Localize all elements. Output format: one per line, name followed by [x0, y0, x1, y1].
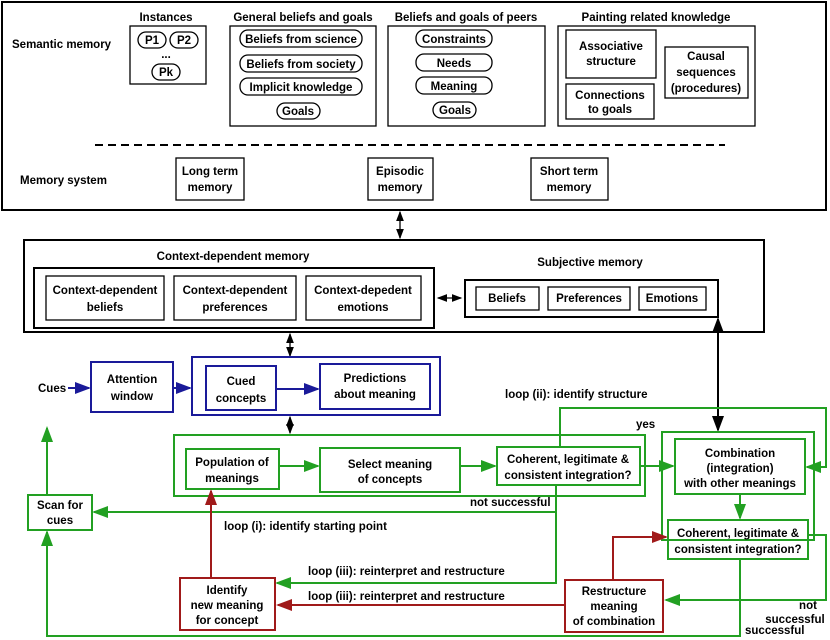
instance-p2: P2 — [177, 35, 191, 47]
subjective-beliefs: Beliefs — [488, 293, 526, 305]
coherent-integration-1: Coherent, legitimate &consistent integra… — [504, 454, 631, 482]
peers-constraints: Constraints — [422, 34, 486, 46]
peers-meaning: Meaning — [431, 81, 478, 93]
cued-group — [191, 356, 441, 416]
loop-ii-label: loop (ii): identify structure — [505, 389, 647, 401]
memory-system-label: Memory system — [20, 175, 107, 187]
loop-iii-a-label: loop (iii): reinterpret and restructure — [308, 566, 505, 578]
general-beliefs-title: General beliefs and goals — [233, 12, 372, 24]
loop-iii-b-label: loop (iii): reinterpret and restructure — [308, 591, 505, 603]
not-successful-right-arrow — [664, 534, 827, 606]
semantic-memory-label: Semantic memory — [12, 39, 112, 51]
instance-p1: P1 — [145, 35, 160, 47]
context-title: Context-dependent memory — [157, 251, 310, 263]
subjective-preferences: Preferences — [556, 293, 622, 305]
beliefs-from-society: Beliefs from society — [246, 59, 356, 71]
loop-ii-arrow — [559, 407, 827, 473]
peers-goals: Goals — [439, 105, 471, 117]
peers-title: Beliefs and goals of peers — [395, 12, 538, 24]
beliefs-from-science: Beliefs from science — [245, 34, 357, 46]
instance-pk: Pk — [159, 67, 174, 79]
attention-window-box — [90, 361, 174, 413]
not-successful-label: not successful — [470, 497, 551, 509]
subjective-title: Subjective memory — [537, 257, 643, 269]
yes-label: yes — [636, 419, 655, 431]
painting-title: Painting related knowledge — [582, 12, 731, 24]
semantic-memory-panel: Semantic memory Instances P1 P2 ... Pk G… — [1, 1, 827, 211]
subjective-emotions: Emotions — [646, 293, 698, 305]
peers-needs: Needs — [437, 58, 472, 70]
coherent-integration-2: Coherent, legitimate &consistent integra… — [674, 528, 801, 556]
loop-iii-a-arrow — [275, 512, 557, 589]
context-memory-panel: Context-dependent memory Context-depende… — [23, 239, 765, 333]
instance-ellipsis: ... — [161, 49, 171, 61]
successful-label: successful — [745, 625, 804, 637]
combination-box: Combination(integration)with other meani… — [683, 448, 796, 490]
successful-arrow — [41, 530, 741, 637]
combination-group — [661, 431, 815, 541]
implicit-knowledge: Implicit knowledge — [250, 82, 353, 94]
loop-i-label: loop (i): identify starting point — [224, 521, 387, 533]
cues-label: Cues — [38, 383, 66, 395]
restructure-to-coherent-arrow — [612, 531, 668, 580]
general-goals: Goals — [282, 106, 314, 118]
instances-title: Instances — [139, 12, 192, 24]
